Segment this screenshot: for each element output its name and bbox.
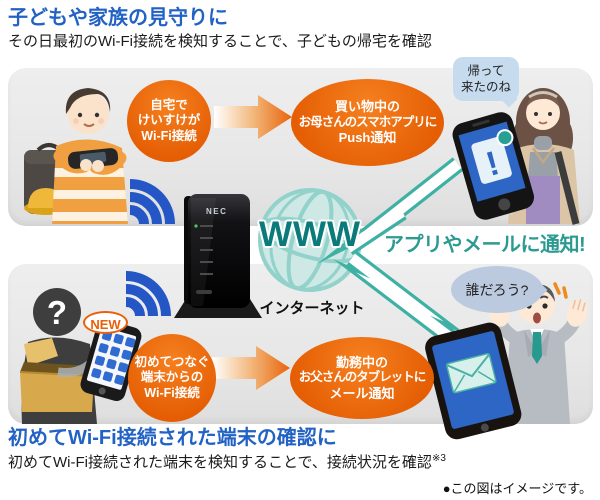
bubble-home-connect: 自宅で けいすけが Wi-Fi接続: [127, 80, 211, 162]
section-title-top: 子どもや家族の見守りに: [8, 7, 228, 29]
new-smartphone-icon: [80, 319, 142, 402]
router-brand-label: NEC: [206, 207, 227, 216]
image-disclaimer: ●この図はイメージです。: [442, 481, 592, 496]
footnote-marker: ※3: [431, 453, 446, 464]
internet-label: インターネット: [259, 300, 365, 317]
notification-bolt-bottom: [333, 251, 467, 352]
tablet-mail-notification-icon: [425, 322, 522, 440]
wifi-router-illustration: NEC: [174, 194, 262, 318]
wifi-signal-bottom-icon: [125, 271, 171, 317]
flow-arrow-top: [214, 95, 292, 139]
bubble-first-connect: 初めてつなぐ 端末からの Wi-Fi接続: [128, 334, 216, 422]
section-subtitle-top: その日最初のWi-Fi接続を検知することで、子どもの帰宅を確認: [8, 33, 432, 50]
notification-bolt-top: [316, 157, 464, 265]
smartphone-push-notification-icon: !: [452, 112, 535, 220]
section-subtitle-bottom: 初めてWi-Fi接続された端末を検知することで、接続状況を確認※3: [8, 453, 446, 471]
bubble-mail-notify: 勤務中の お父さんのタブレットに メール通知: [290, 337, 434, 419]
unknown-user-silhouette: ?: [19, 288, 142, 424]
bubble-push-notify: 買い物中の お母さんのスマホアプリに Push通知: [291, 79, 444, 166]
notify-method-label: アプリやメールに通知!: [384, 234, 586, 256]
dad-speech-bubble: 誰だろう?: [451, 266, 548, 313]
wifi-signal-top-icon: [129, 179, 175, 225]
mom-speech-bubble: 帰って 来たのね: [453, 57, 519, 108]
section-title-bottom: 初めてWi-Fi接続された端末の確認に: [8, 427, 337, 449]
question-mark-icon: ?: [47, 294, 67, 331]
boy-illustration: [24, 88, 128, 224]
envelope-icon: [446, 353, 497, 394]
flow-arrow-bottom: [212, 346, 290, 390]
www-globe-label: WWW: [258, 215, 362, 254]
new-device-badge: NEW: [83, 311, 128, 334]
